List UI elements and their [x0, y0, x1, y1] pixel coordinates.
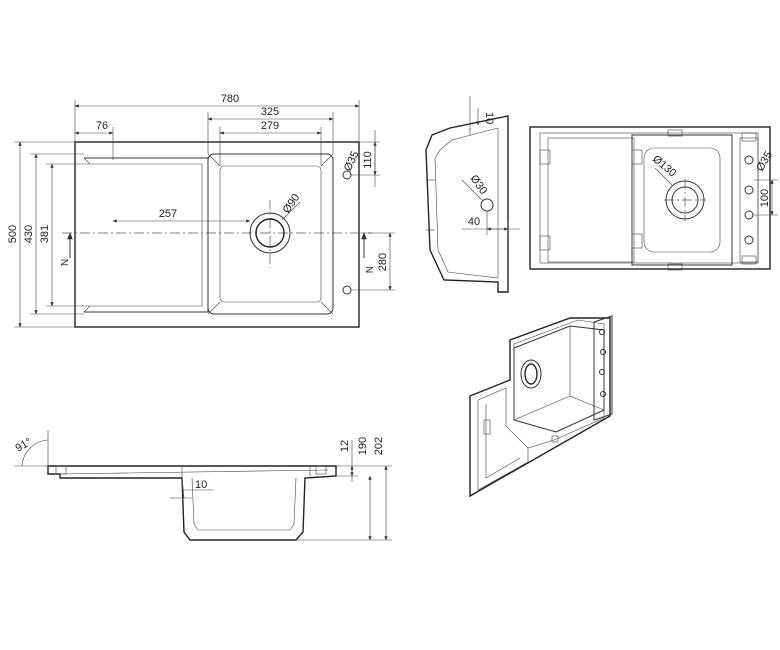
marker-right: N	[363, 266, 374, 273]
side-outline	[47, 465, 337, 541]
dim-inner-depth: 430	[23, 225, 35, 243]
iso-drain	[520, 359, 542, 389]
bottom-drain-diameter: Ø130	[650, 153, 678, 179]
drain-inner	[255, 218, 285, 248]
bottom-view: Ø130 Ø35 100	[529, 126, 778, 271]
bowl-inner	[219, 165, 322, 303]
side-total-height: 202	[373, 437, 385, 455]
dim-drainer-depth: 381	[39, 225, 51, 243]
dim-overall-width: 780	[221, 93, 239, 105]
bottom-outline	[529, 126, 771, 270]
section-outline	[425, 115, 509, 293]
drain-outer	[249, 212, 291, 254]
iso-bowl	[513, 325, 605, 433]
section-rim-thickness: 10	[483, 112, 495, 124]
dim-tap-hole-offset: 110	[362, 151, 374, 169]
dim-bowl-outer-width: 325	[261, 106, 279, 118]
side-wall-thickness: 10	[195, 479, 207, 491]
section-view: 10 Ø30 40	[425, 96, 520, 293]
dim-bowl-inner-width: 279	[261, 120, 279, 132]
top-view: N N 780 325 279 76 257 Ø90 Ø35 11	[7, 93, 395, 328]
dim-fixing-distance: 280	[377, 253, 389, 271]
bottom-tap-hole-diameter: Ø35	[754, 149, 775, 173]
dim-overall-depth: 500	[7, 225, 19, 243]
bottom-tap-hole-offset: 100	[759, 189, 771, 207]
section-hole-offset: 40	[468, 216, 480, 228]
side-bowl-depth: 190	[357, 437, 369, 455]
side-view: 91° 10 12 190 202	[14, 430, 392, 541]
dim-drainer-edge: 76	[96, 120, 108, 132]
isometric-view	[469, 315, 613, 498]
side-angle: 91°	[14, 436, 34, 455]
drainer-area	[84, 157, 209, 313]
sink-outline	[74, 141, 360, 328]
dim-drain-offset: 257	[159, 208, 177, 220]
tap-hole-bottom	[342, 285, 352, 295]
section-hole-diameter: Ø30	[468, 173, 490, 197]
drain-diameter-label: Ø90	[281, 192, 303, 216]
marker-left: N	[60, 259, 71, 266]
bowl-outer	[207, 153, 334, 315]
iso-outline	[469, 317, 611, 498]
side-rim-height: 12	[339, 440, 351, 452]
